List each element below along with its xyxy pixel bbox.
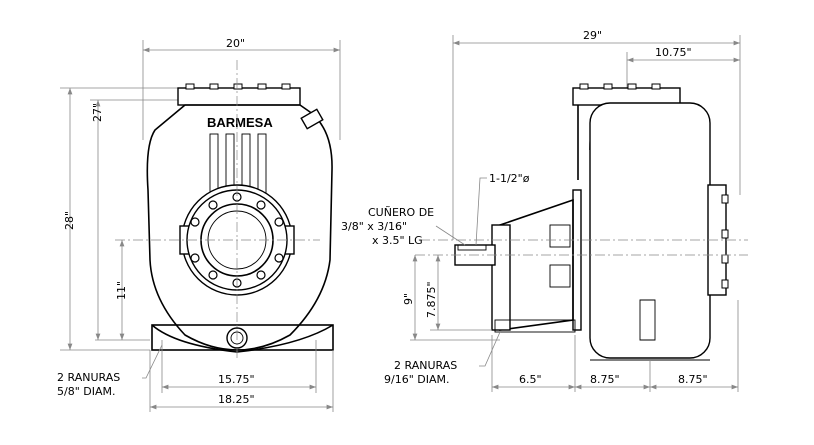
dim-height-overall: 28" xyxy=(63,211,76,230)
dim-base-width: 18.25" xyxy=(218,393,255,406)
shaft-diameter-label: 1-1/2"ø xyxy=(489,172,530,185)
dim-bracket: 6.5" xyxy=(519,373,542,386)
slots-note-line1: 2 RANURAS xyxy=(57,371,120,384)
brand-label: BARMESA xyxy=(207,115,273,130)
dim-length-overall: 29" xyxy=(583,29,602,42)
keyway-line1: CUÑERO DE xyxy=(368,206,434,219)
side-view: 1-1/2"ø CUÑERO DE 3/8" x 3/16" x 3.5" LG… xyxy=(341,29,748,392)
front-view: BARMESA 20" 28" 27" 11" 15.75" xyxy=(57,37,341,412)
dim-shaft-base-height: 7.875" xyxy=(425,281,438,318)
dim-shaft-height: 9" xyxy=(402,293,415,305)
dim-length-flange: 10.75" xyxy=(655,46,692,59)
dim-width-overall: 20" xyxy=(226,37,245,50)
dim-slot-spacing: 15.75" xyxy=(218,373,255,386)
side-slots-note-line1: 2 RANURAS xyxy=(394,359,457,372)
dim-mid: 8.75" xyxy=(590,373,620,386)
dim-height-center: 11" xyxy=(115,281,128,300)
side-slots-note-line2: 9/16" DIAM. xyxy=(384,373,449,386)
dim-rear: 8.75" xyxy=(678,373,708,386)
keyway-line3: x 3.5" LG xyxy=(372,234,423,247)
slots-note-line2: 5/8" DIAM. xyxy=(57,385,116,398)
keyway-line2: 3/8" x 3/16" xyxy=(341,220,407,233)
dim-height-flange: 27" xyxy=(91,103,104,122)
